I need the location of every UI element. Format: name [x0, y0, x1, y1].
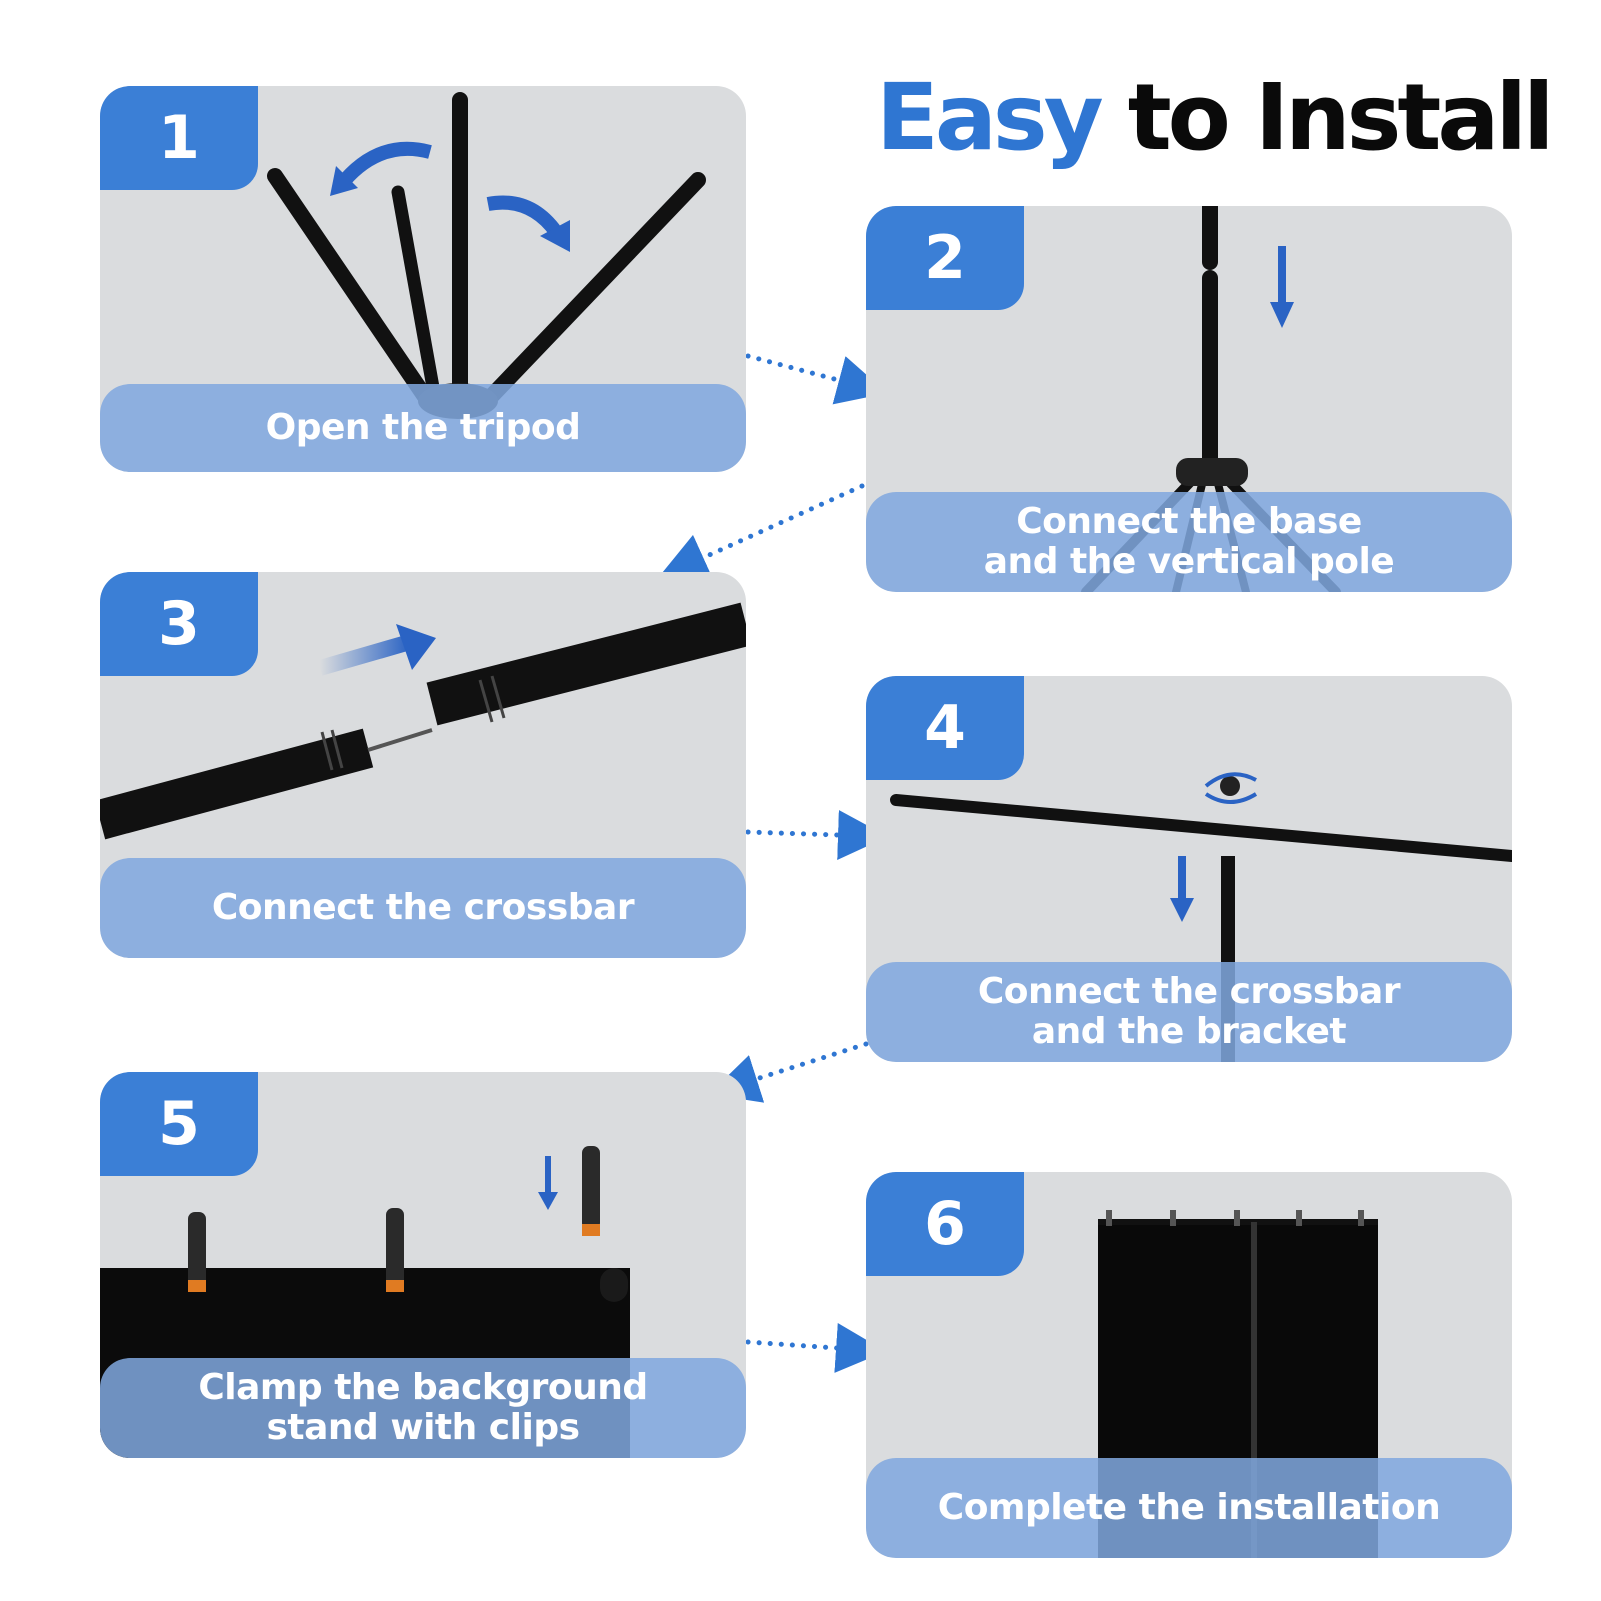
- step-2-panel: 2 Connect the base and the vertical pole: [866, 206, 1512, 592]
- connector-3-4: [745, 810, 888, 860]
- crossbar-illustration: [100, 602, 746, 840]
- step-3-badge: 3: [100, 572, 258, 676]
- step-6-badge: 6: [866, 1172, 1024, 1276]
- step-1-caption: Open the tripod: [100, 384, 746, 472]
- step-3-caption: Connect the crossbar: [100, 858, 746, 958]
- page-title: Easy to Install: [876, 72, 1555, 164]
- step-1-badge: 1: [100, 86, 258, 190]
- step-4-panel: 4 Connect the crossbar and the bracket: [866, 676, 1512, 1062]
- connector-4-5: [708, 1041, 869, 1103]
- title-rest: to Install: [1127, 64, 1555, 171]
- connector-1-2: [745, 353, 888, 405]
- connector-5-6: [745, 1323, 886, 1373]
- step-2-badge: 2: [866, 206, 1024, 310]
- clip-group: [188, 1146, 600, 1292]
- step-4-badge: 4: [866, 676, 1024, 780]
- step-5-caption: Clamp the background stand with clips: [100, 1358, 746, 1458]
- title-accent: Easy: [876, 64, 1104, 171]
- step-5-badge: 5: [100, 1072, 258, 1176]
- step-6-panel: 6 Complete the installation: [866, 1172, 1512, 1558]
- connector-2-3: [657, 483, 865, 581]
- tripod-illustration: [267, 92, 706, 419]
- step-2-caption: Connect the base and the vertical pole: [866, 492, 1512, 592]
- step-4-caption: Connect the crossbar and the bracket: [866, 962, 1512, 1062]
- step-6-caption: Complete the installation: [866, 1458, 1512, 1558]
- step-3-panel: 3 Connect the crossbar: [100, 572, 746, 958]
- step-1-panel: 1 Open the tripod: [100, 86, 746, 472]
- step-5-panel: 5 Clamp the background stand with clips: [100, 1072, 746, 1458]
